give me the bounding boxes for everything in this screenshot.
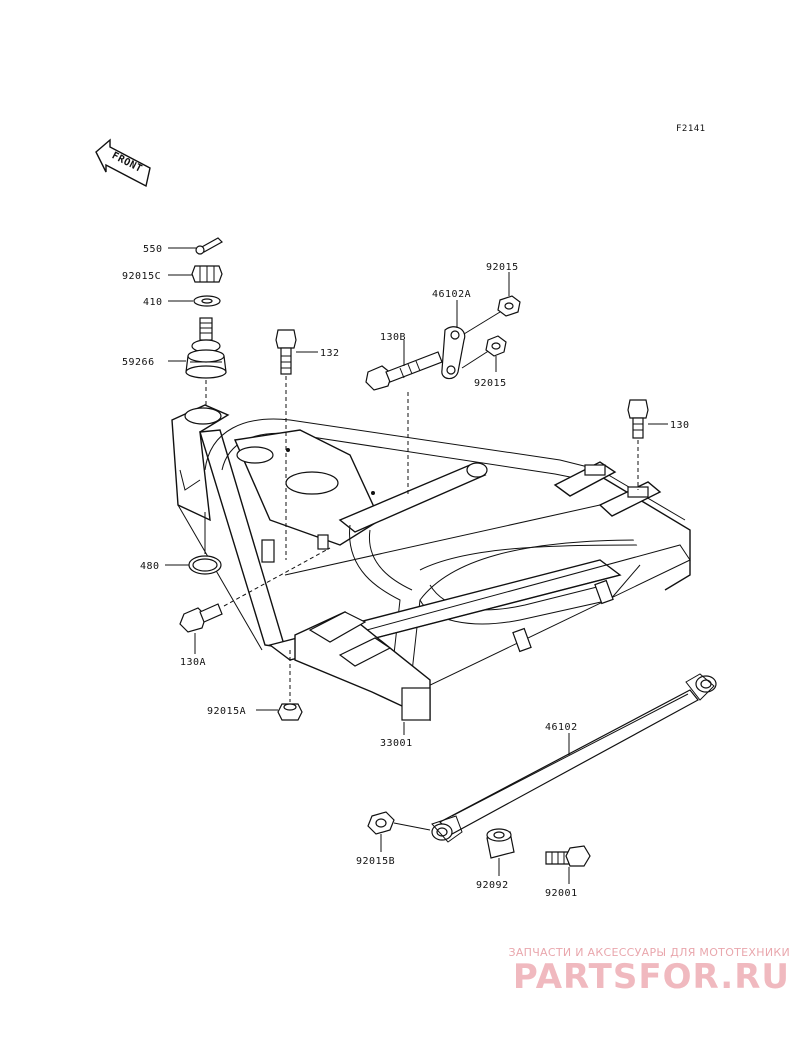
part-label-410: 410 — [143, 297, 163, 308]
bolt-130a-icon — [179, 603, 223, 633]
nut-92015b-icon — [367, 811, 395, 835]
snap-ring-480-icon — [188, 555, 222, 575]
watermark-logo: PARTSFOR.RU — [512, 957, 790, 997]
nut-92015-mid-icon — [485, 335, 507, 357]
part-label-33001: 33001 — [380, 738, 413, 749]
bolt-92001-icon — [545, 845, 591, 867]
watermark-tagline: ЗАПЧАСТИ И АКСЕССУАРЫ ДЛЯ МОТОТЕХНИКИ — [508, 946, 790, 959]
part-label-130b: 130B — [380, 332, 406, 343]
watermark: ЗАПЧАСТИ И АКСЕССУАРЫ ДЛЯ МОТОТЕХНИКИ PA… — [470, 946, 790, 995]
castle-nut-92015c-icon — [191, 265, 223, 283]
part-label-480: 480 — [140, 561, 160, 572]
front-arrow-icon: FRONT — [95, 138, 151, 188]
part-label-92015a: 92015A — [207, 706, 246, 717]
part-label-92015-mid: 92015 — [474, 378, 507, 389]
bushing-59266-icon — [185, 317, 227, 379]
part-label-92015-top: 92015 — [486, 262, 519, 273]
part-label-130a: 130A — [180, 657, 206, 668]
bolt-130b-icon — [365, 351, 443, 391]
part-label-92015b: 92015B — [356, 856, 395, 867]
tie-rod-46102-icon — [431, 673, 717, 843]
nut-92015a-icon — [277, 703, 303, 721]
washer-410-icon — [193, 295, 221, 307]
bolt-130-icon — [627, 399, 649, 439]
frame-33001-drawing — [171, 404, 691, 722]
nut-92015-top-icon — [497, 295, 521, 317]
part-label-550: 550 — [143, 244, 163, 255]
part-label-46102: 46102 — [545, 722, 578, 733]
part-label-46102a: 46102A — [432, 289, 471, 300]
link-plate-46102a-icon — [441, 326, 466, 380]
part-label-92092: 92092 — [476, 880, 509, 891]
spacer-92092-icon — [486, 828, 515, 859]
diagram-code: F2141 — [676, 124, 706, 134]
bolt-132-icon — [275, 329, 297, 375]
part-label-92001: 92001 — [545, 888, 578, 899]
cotter-pin-550-icon — [195, 237, 223, 255]
part-label-92015c: 92015C — [122, 271, 161, 282]
part-label-59266: 59266 — [122, 357, 155, 368]
part-label-132: 132 — [320, 348, 340, 359]
part-label-130: 130 — [670, 420, 690, 431]
